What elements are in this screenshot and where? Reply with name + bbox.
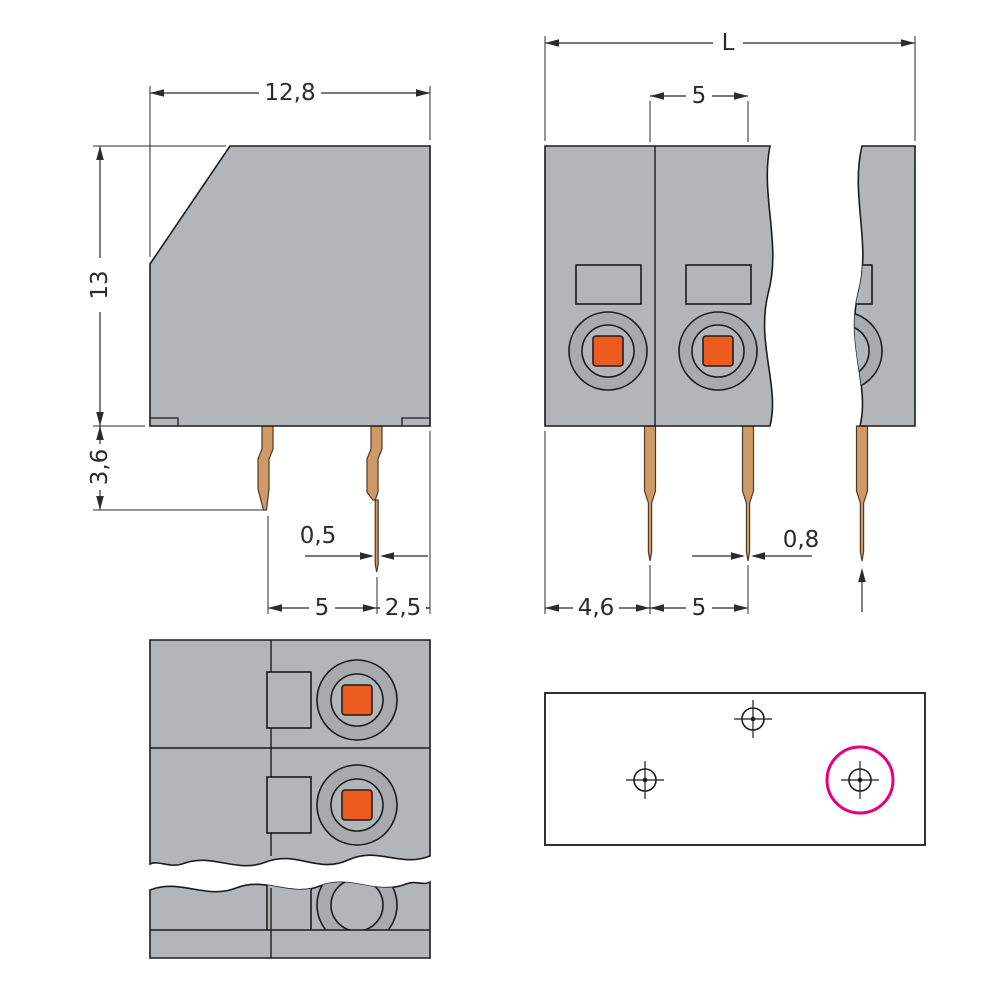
end-piece-partial-details bbox=[854, 264, 883, 391]
front-view-two-pole bbox=[149, 639, 431, 959]
dim-front-bottom-spacings: 4,6 5 bbox=[544, 431, 749, 621]
housing-side-body bbox=[149, 145, 431, 427]
dim-label-side-pin-tip-width: 0,5 bbox=[300, 523, 337, 549]
orange-pushbutton-front-1 bbox=[592, 335, 624, 367]
dim-side-height: 13 bbox=[86, 145, 226, 427]
pin-direction-arrow bbox=[858, 568, 866, 612]
dim-label-side-pin-to-edge: 2,5 bbox=[385, 595, 422, 621]
dim-label-side-pin-length: 3,6 bbox=[87, 449, 113, 486]
dim-label-front-pole-pitch: 5 bbox=[692, 83, 707, 109]
solder-pin-front-2 bbox=[741, 425, 755, 562]
dim-front-total-length: L bbox=[544, 30, 916, 141]
pushbutton-opening-2pole-2 bbox=[266, 776, 312, 834]
pushbutton-opening-2pole-1 bbox=[266, 671, 312, 729]
drill-hole-symbol-3 bbox=[841, 761, 879, 799]
dim-label-front-edge-to-first-pin: 4,6 bbox=[578, 595, 615, 621]
pushbutton-opening-front-1 bbox=[575, 264, 642, 305]
highlight-circle bbox=[825, 745, 895, 815]
orange-pushbutton-2pole-2 bbox=[341, 789, 373, 821]
drill-hole-symbol-2 bbox=[626, 761, 664, 799]
pushbutton-opening-front-2 bbox=[685, 264, 752, 305]
solder-pin-side-1 bbox=[257, 425, 274, 511]
solder-pin-front-3 bbox=[855, 425, 869, 562]
dim-side-pin-tip-width: 0,5 bbox=[300, 523, 428, 560]
drill-hole-symbol-1 bbox=[734, 700, 772, 738]
dim-side-width: 12,8 bbox=[149, 80, 431, 257]
solder-pin-side-2 bbox=[366, 425, 383, 501]
side-view: 12,8 13 3,6 0,5 bbox=[86, 80, 431, 621]
front-view: L 5 4,6 5 bbox=[544, 30, 916, 621]
dim-side-pin-length: 3,6 bbox=[86, 426, 266, 511]
dim-front-pole-pitch: 5 bbox=[649, 83, 749, 142]
orange-pushbutton-front-2 bbox=[702, 335, 734, 367]
solder-pin-front-1 bbox=[643, 425, 657, 562]
dim-label-front-pin-spacing: 5 bbox=[692, 595, 707, 621]
housing-side-feet-detail bbox=[150, 417, 430, 426]
orange-pushbutton-2pole-1 bbox=[341, 684, 373, 716]
dim-label-side-width: 12,8 bbox=[264, 80, 315, 106]
dim-label-front-total-length: L bbox=[722, 30, 735, 56]
solder-pin-side-2-tip bbox=[374, 499, 379, 573]
pcb-outline bbox=[544, 692, 926, 846]
dim-label-side-height: 13 bbox=[87, 270, 113, 299]
dim-front-pin-tip-width: 0,8 bbox=[692, 527, 819, 560]
dim-label-side-pin-spacing: 5 bbox=[315, 595, 330, 621]
dim-side-pin-spacing: 5 2,5 bbox=[267, 431, 431, 621]
dim-label-front-pin-tip-width: 0,8 bbox=[783, 527, 820, 553]
pcb-drilling-plan bbox=[544, 692, 926, 846]
